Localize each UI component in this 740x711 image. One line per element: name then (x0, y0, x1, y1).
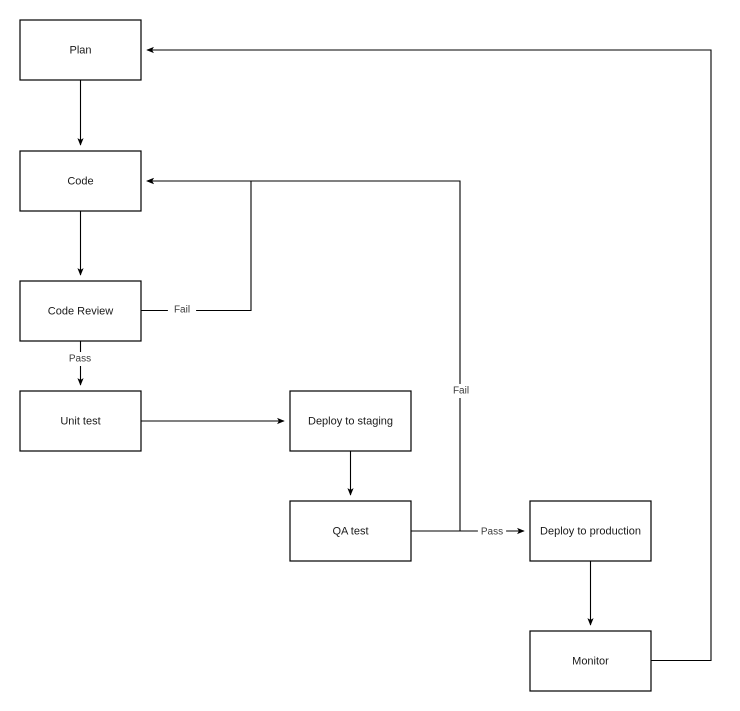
edge-label-backdrop (65, 352, 95, 366)
node-qa[interactable]: QA test (289, 500, 412, 562)
edge-monitor-to-plan (146, 46, 712, 662)
node-box-unit[interactable] (19, 390, 142, 452)
node-label-qa: QA test (332, 525, 368, 537)
node-label-plan: Plan (69, 44, 91, 56)
edge-qa-fail-to-code (146, 177, 461, 531)
label-qa-pass: Pass (481, 527, 503, 538)
node-box-production[interactable] (529, 500, 652, 562)
node-label-monitor: Monitor (572, 655, 609, 667)
edge-review-fail-to-code (141, 177, 252, 312)
edges-layer (77, 46, 712, 662)
node-plan[interactable]: Plan (19, 19, 142, 81)
node-label-unit: Unit test (60, 415, 100, 427)
edge-label-backdrop (477, 525, 507, 539)
node-production[interactable]: Deploy to production (529, 500, 652, 562)
node-review[interactable]: Code Review (19, 280, 142, 342)
node-staging[interactable]: Deploy to staging (289, 390, 412, 452)
label-qa-fail: Fail (453, 386, 469, 397)
node-box-staging[interactable] (289, 390, 412, 452)
node-monitor[interactable]: Monitor (529, 630, 652, 692)
node-unit[interactable]: Unit test (19, 390, 142, 452)
node-box-plan[interactable] (19, 19, 142, 81)
node-box-review[interactable] (19, 280, 142, 342)
label-review-fail: Fail (174, 305, 190, 316)
node-label-staging: Deploy to staging (308, 415, 393, 427)
label-review-pass: Pass (69, 354, 91, 365)
node-box-monitor[interactable] (529, 630, 652, 692)
node-label-production: Deploy to production (540, 525, 641, 537)
node-box-qa[interactable] (289, 500, 412, 562)
edge-label-backdrop (446, 384, 476, 398)
node-box-code[interactable] (19, 150, 142, 212)
node-label-review: Code Review (48, 305, 113, 317)
node-label-code: Code (67, 175, 93, 187)
node-code[interactable]: Code (19, 150, 142, 212)
edge-label-backdrop (167, 303, 197, 317)
